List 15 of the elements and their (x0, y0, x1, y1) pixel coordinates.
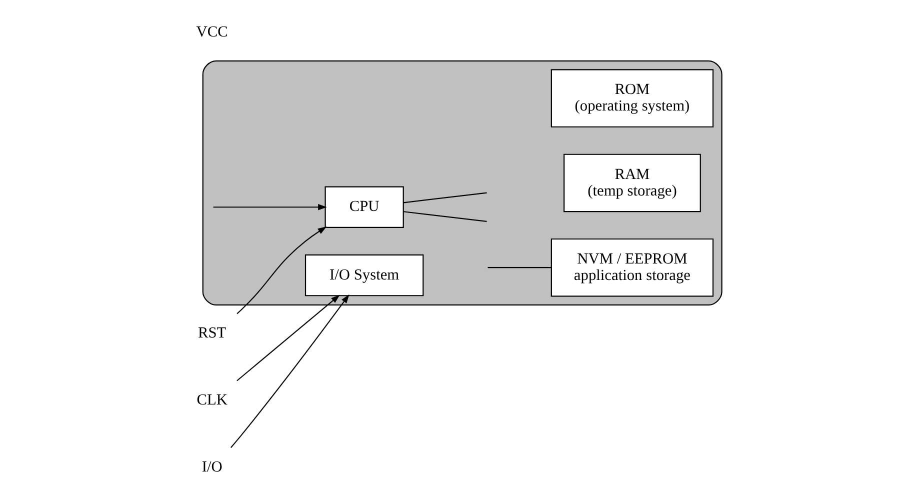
node-box: ROM (operating system) (550, 69, 714, 128)
node-box: CPU (324, 186, 404, 228)
node-text: RST (197, 324, 226, 342)
arrow (236, 294, 340, 382)
node-box: I/O System (304, 254, 424, 296)
connector (487, 267, 551, 268)
node-box: RAM (temp storage) (563, 154, 700, 212)
node-text: CLK (196, 392, 227, 409)
label: VCC (196, 23, 228, 40)
arrow (230, 294, 349, 448)
connector (402, 192, 486, 204)
node-box: NVM / EEPROM application storage (550, 238, 714, 297)
connector (402, 211, 486, 222)
node-text: I/O (201, 458, 222, 476)
arrow (212, 204, 326, 210)
